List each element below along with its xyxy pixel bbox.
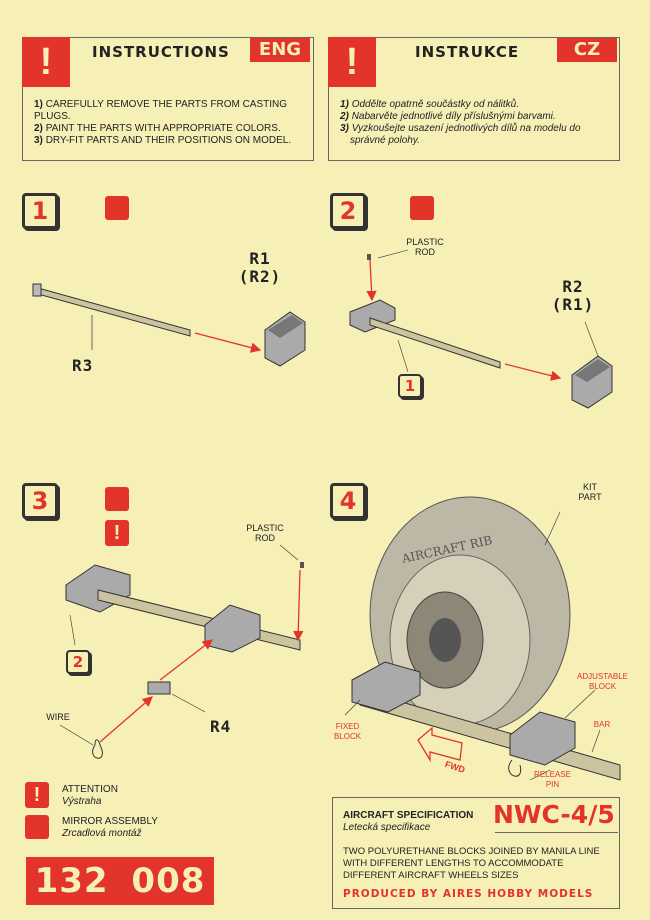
bar-assembly — [349, 299, 501, 369]
plastic-rod-label: PLASTIC ROD — [406, 237, 444, 257]
list-item: 3) Vyzkoušejte usazení jednotlivých dílů… — [340, 123, 581, 146]
step-2-badge: 2 — [330, 193, 366, 229]
adjustable-block-label: ADJUSTABLE BLOCK — [577, 672, 628, 691]
attention-icon: ! — [105, 520, 129, 546]
wire-label: WIRE — [46, 712, 70, 722]
part-label-r1: R1(R2) — [238, 249, 282, 286]
instructions-cz-box — [328, 37, 620, 161]
part-label-r4: R4 — [210, 717, 232, 736]
list-item: 1) CAREFULLY REMOVE THE PARTS FROM CASTI… — [34, 99, 288, 122]
spec-description: TWO POLYURETHANE BLOCKS JOINED BY MANILA… — [343, 846, 600, 881]
instructions-title-cz: INSTRUKCE — [415, 43, 520, 61]
step-4-badge: 4 — [330, 483, 366, 519]
list-item: 2) Nabarvěte jednotlivé díly příslušnými… — [340, 111, 556, 122]
aircraft-spec-box — [332, 797, 620, 909]
bar-assembly-step3 — [65, 564, 301, 653]
list-item: 3) DRY-FIT PARTS AND THEIR POSITIONS ON … — [34, 135, 292, 146]
release-pin-label: RELEASE PIN — [534, 770, 571, 789]
kit-part-label: KIT PART — [578, 482, 602, 502]
part-label-r2: R2(R1) — [551, 277, 595, 314]
list-item: 2) PAINT THE PARTS WITH APPROPRIATE COLO… — [34, 123, 281, 134]
mirror-assembly-icon — [410, 196, 434, 220]
plastic-rod-label: PLASTIC ROD — [246, 523, 284, 543]
step-3-badge: 3 — [22, 483, 58, 519]
lang-badge-cz: CZ — [557, 38, 617, 62]
step-ref-2: 2 — [66, 650, 90, 674]
spec-producer: PRODUCED BY AIRES HOBBY MODELS — [343, 888, 594, 900]
instructions-title: INSTRUCTIONS — [92, 43, 230, 61]
product-code: 132 008 — [26, 857, 214, 905]
part-r4-block — [147, 681, 171, 695]
spec-model: NWC-4/5 — [493, 800, 615, 829]
attention-icon: ! — [22, 37, 70, 87]
step-ref-1: 1 — [398, 374, 422, 398]
block-part-r2 — [571, 355, 613, 409]
instructions-list-cz: 1) Oddělte opatrně součástky od nálitků.… — [340, 99, 610, 147]
mirror-legend-icon — [25, 815, 49, 839]
bar-part-r3 — [32, 283, 191, 337]
fixed-block-label: FIXED BLOCK — [333, 722, 362, 741]
attention-icon: ! — [328, 37, 376, 87]
forward-arrow-icon — [417, 726, 463, 763]
part-label-r3: R3 — [72, 356, 94, 375]
list-item: 1) Oddělte opatrně součástky od nálitků. — [340, 99, 520, 110]
attention-legend-icon: ! — [25, 782, 49, 808]
instructions-list-eng: 1) CAREFULLY REMOVE THE PARTS FROM CASTI… — [34, 99, 309, 147]
instructions-eng-box — [22, 37, 314, 161]
step-1-badge: 1 — [22, 193, 58, 229]
block-part-r1 — [264, 311, 306, 367]
lang-badge-eng: ENG — [250, 38, 310, 62]
bar-label: BAR — [593, 720, 611, 729]
spec-divider — [495, 832, 618, 833]
mirror-assembly-icon — [105, 196, 129, 220]
mirror-assembly-icon — [105, 487, 129, 511]
